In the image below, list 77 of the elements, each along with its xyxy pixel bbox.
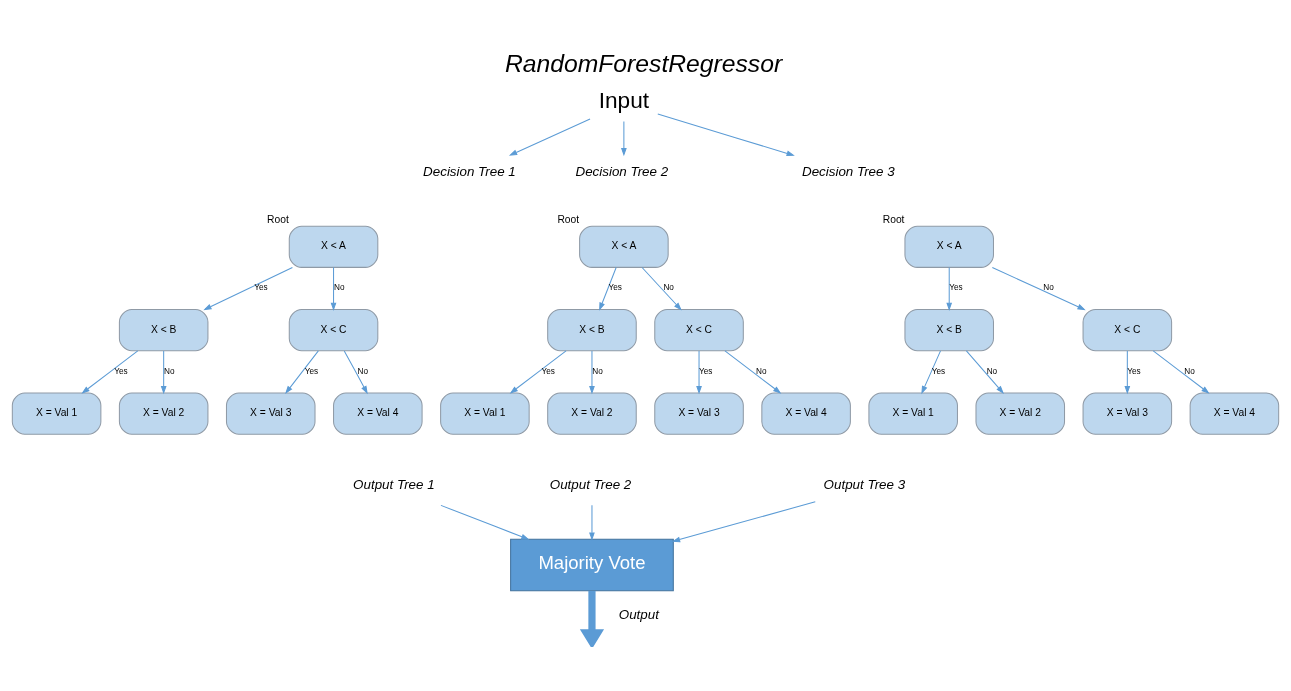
edge-label: No [1184,366,1195,376]
arrow [579,590,605,647]
edge-label: Yes [541,366,555,376]
arrow [965,349,1004,394]
arrow [599,266,617,311]
node-box: X < B [547,308,637,351]
node-box: X = Val 4 [333,391,423,435]
edge-label: No [1043,282,1054,292]
arrow [1152,349,1210,394]
node-text: Output Tree 3 [823,476,906,492]
node-label: Root [557,213,580,225]
edge-label: Yes [114,366,128,376]
node-text: Decision Tree 2 [575,163,669,179]
edge-label: Yes [931,366,946,376]
node-box: Majority Vote [510,538,674,591]
node-box: X < C [288,308,379,351]
diagram-title: RandomForestRegressor [504,49,783,77]
node-box: X = Val 4 [761,391,851,435]
edge-label: Yes [608,282,622,292]
arrow [671,500,816,542]
arrow [657,113,795,156]
edge-label: No [986,366,998,376]
node-box: X = Val 2 [118,391,209,435]
edge-label: No [592,366,603,376]
arrow [160,349,167,394]
node-box: X < C [1082,308,1173,351]
arrow [946,266,953,311]
edge-label: Yes [949,282,963,292]
node-box: X < C [654,308,744,351]
edge-label: Yes [699,366,713,376]
node-text: Decision Tree 1 [423,163,516,179]
arrow [696,349,702,394]
edge-label: Yes [254,282,268,292]
node-box: X = Val 1 [440,391,530,435]
node-box: X = Val 3 [654,391,744,435]
node-box: X = Val 2 [975,391,1066,435]
node-box: X = Val 1 [11,391,102,435]
node-box: X < A [904,225,994,268]
node-text: Input [598,86,650,113]
node-text: Output Tree 2 [549,476,632,492]
node-box: X < A [579,225,669,268]
arrow [343,349,368,394]
node-label: Root [267,213,289,225]
arrow [508,117,591,156]
arrow [921,349,941,394]
arrow [621,120,627,156]
node-box: X < A [288,225,379,268]
arrow [991,266,1086,310]
edge-label: No [756,366,767,376]
node-box: X < B [904,308,994,351]
node-text: Decision Tree 3 [801,163,895,179]
arrow [285,349,319,394]
node-box: X = Val 1 [868,391,958,435]
arrow [589,349,595,394]
arrow [724,349,782,394]
edge-label: No [357,366,369,376]
arrow [440,504,530,540]
node-box: X < B [118,308,209,351]
node-label: Root [882,213,905,225]
edge-label: No [333,282,345,292]
arrow [1124,349,1131,394]
edge-label: Yes [304,366,319,376]
edge-label: No [164,366,175,376]
node-box: X = Val 2 [547,391,637,435]
arrow [509,349,567,394]
edge-label: No [663,282,674,292]
edge-label: Yes [1127,366,1141,376]
node-box: X = Val 3 [225,391,316,435]
node-box: X = Val 3 [1082,391,1173,435]
node-text: Output Tree 1 [353,476,435,492]
arrow [589,504,595,541]
arrow [81,349,139,394]
arrow [330,266,337,311]
edge-label: Output [618,606,659,622]
node-box: X = Val 4 [1189,391,1280,435]
arrow [641,266,682,310]
arrow [203,266,293,310]
